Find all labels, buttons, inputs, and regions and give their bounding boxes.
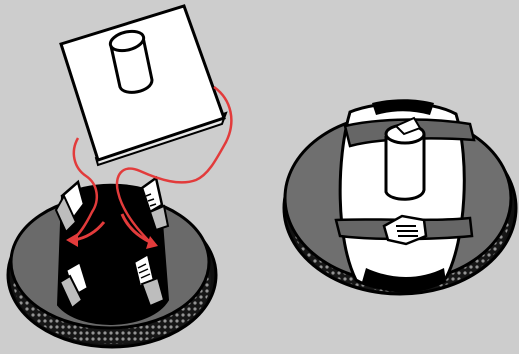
left-turntable-base (8, 185, 216, 347)
right-post-cylinder (386, 118, 424, 199)
left-panel (8, 6, 231, 347)
right-panel (284, 99, 516, 294)
